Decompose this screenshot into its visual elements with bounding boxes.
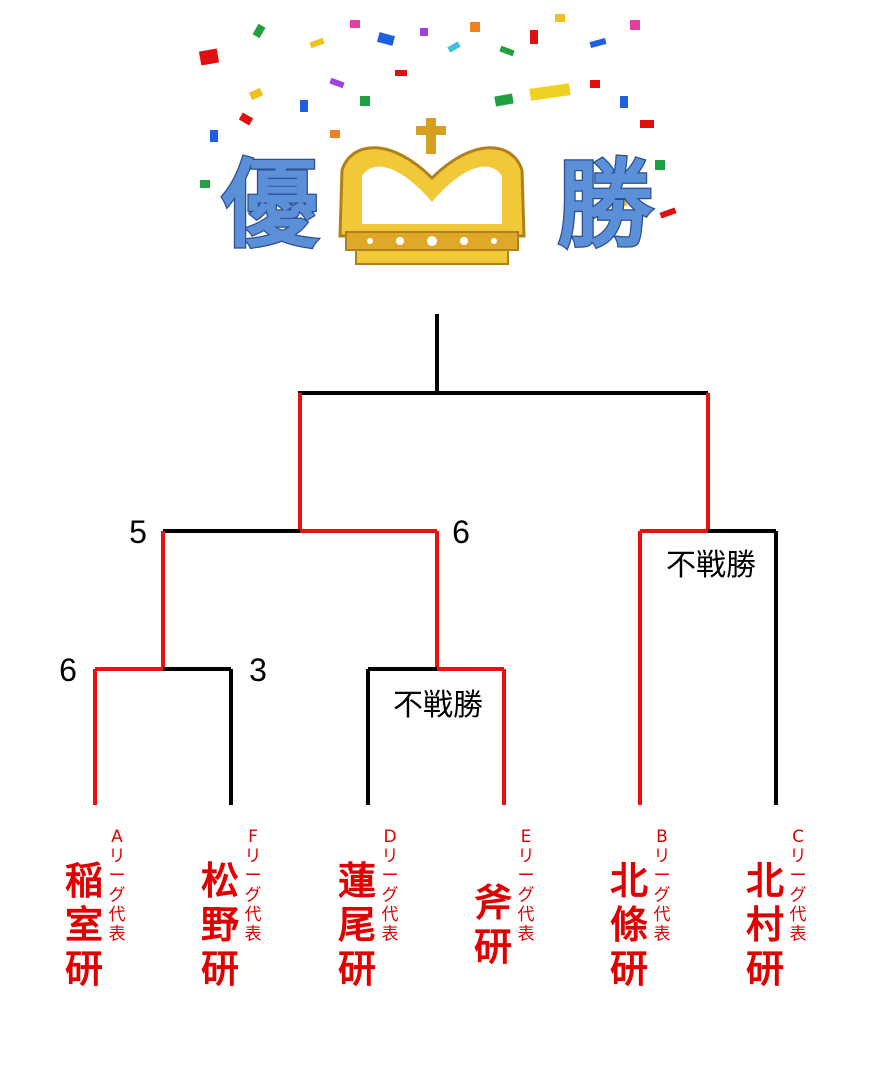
bye-label-center: 不戦勝 [393,688,483,723]
match-a-left-score: 6 [59,652,77,688]
semifinal-right-score: 6 [452,514,470,550]
title-right-char: 勝 [557,149,654,261]
bracket-lines [93,314,778,805]
semifinal-left-score: 5 [129,514,147,550]
team-name: 斧研 [474,881,512,969]
team-name: 松野研 [201,859,239,991]
bye-label-right: 不戦勝 [666,548,756,583]
team-name: 北村研 [746,859,784,991]
match-a-right-score: 3 [249,652,267,688]
title-left-char: 優 [221,149,319,261]
team-name: 稲室研 [65,859,103,991]
crown-icon [338,118,526,265]
team-name: 蓮尾研 [338,859,376,991]
confetti-decoration [198,14,677,219]
team-name: 北條研 [610,859,648,991]
